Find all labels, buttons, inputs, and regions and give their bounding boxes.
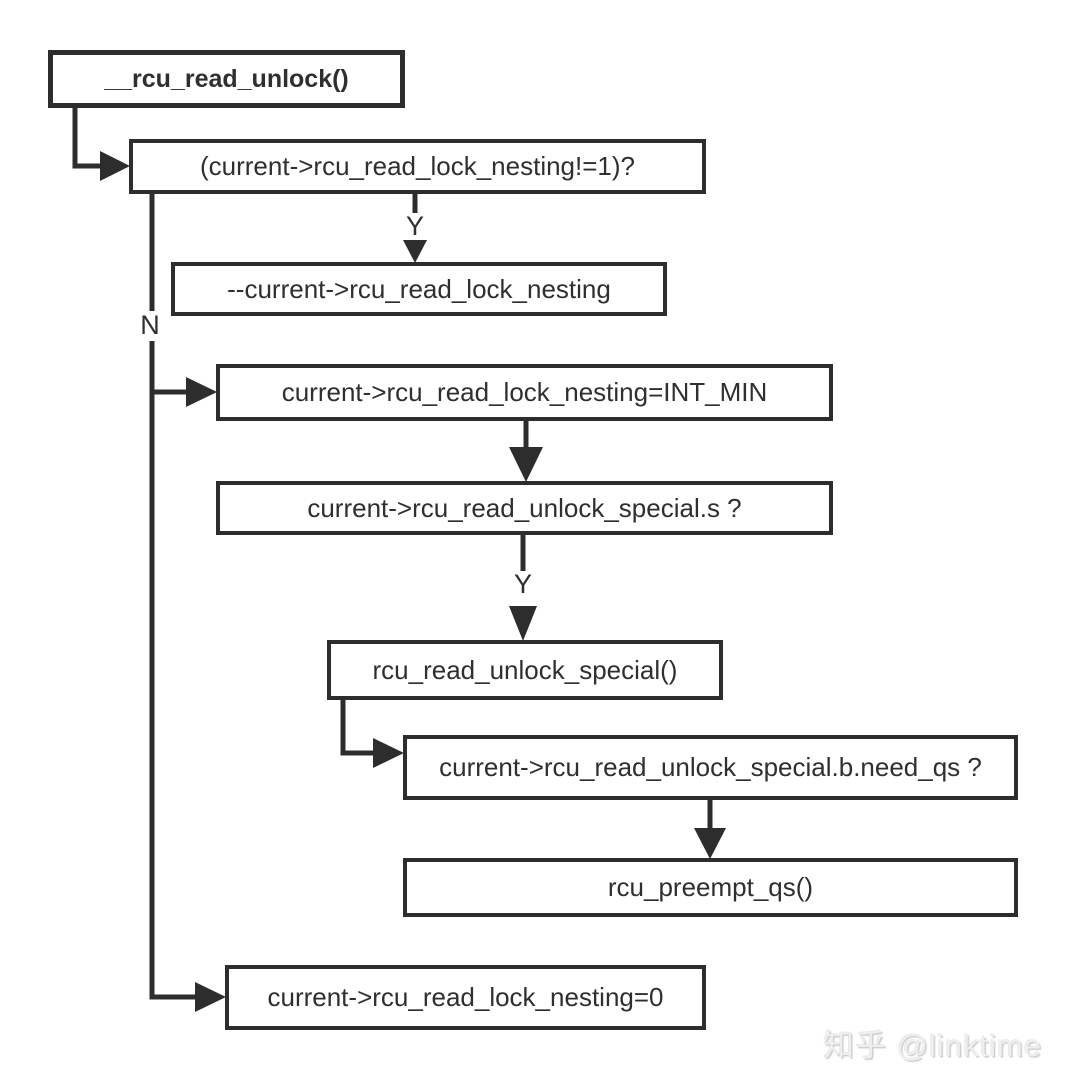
- arrow-into-decrement: [403, 240, 427, 263]
- arrow-into-zero: [195, 982, 226, 1012]
- node-need-qs-check: current->rcu_read_unlock_special.b.need_…: [403, 735, 1018, 800]
- arrow-into-preemptqs: [694, 828, 726, 859]
- edge-label-yes-special: Y: [509, 571, 537, 598]
- node-special-check: current->rcu_read_unlock_special.s ?: [216, 481, 833, 535]
- edge-entry-to-nesting: [72, 106, 102, 169]
- arrow-into-nesting: [100, 151, 130, 181]
- zhihu-watermark: 知乎 @linktime: [822, 1028, 1042, 1063]
- arrow-into-unlockspec: [509, 606, 537, 641]
- node-set-int-min: current->rcu_read_lock_nesting=INT_MIN: [216, 364, 833, 421]
- node-preempt-qs: rcu_preempt_qs(): [403, 858, 1018, 917]
- node-nesting-check: (current->rcu_read_lock_nesting!=1)?: [129, 139, 706, 194]
- arrow-into-needqs: [373, 738, 404, 768]
- edge-label-yes-nesting: Y: [401, 213, 429, 240]
- node-set-zero: current->rcu_read_lock_nesting=0: [225, 965, 706, 1030]
- arrow-into-intmin: [186, 377, 217, 407]
- arrow-into-special: [509, 447, 543, 482]
- edge-nesting-no-lower: [149, 341, 199, 1000]
- edge-label-no-nesting: N: [135, 312, 165, 339]
- edge-unlockspec-to-needqs: [340, 700, 377, 756]
- node-entry: __rcu_read_unlock(): [48, 50, 405, 108]
- node-decrement-nesting: --current->rcu_read_lock_nesting: [171, 262, 667, 316]
- node-unlock-special: rcu_read_unlock_special(): [327, 640, 723, 700]
